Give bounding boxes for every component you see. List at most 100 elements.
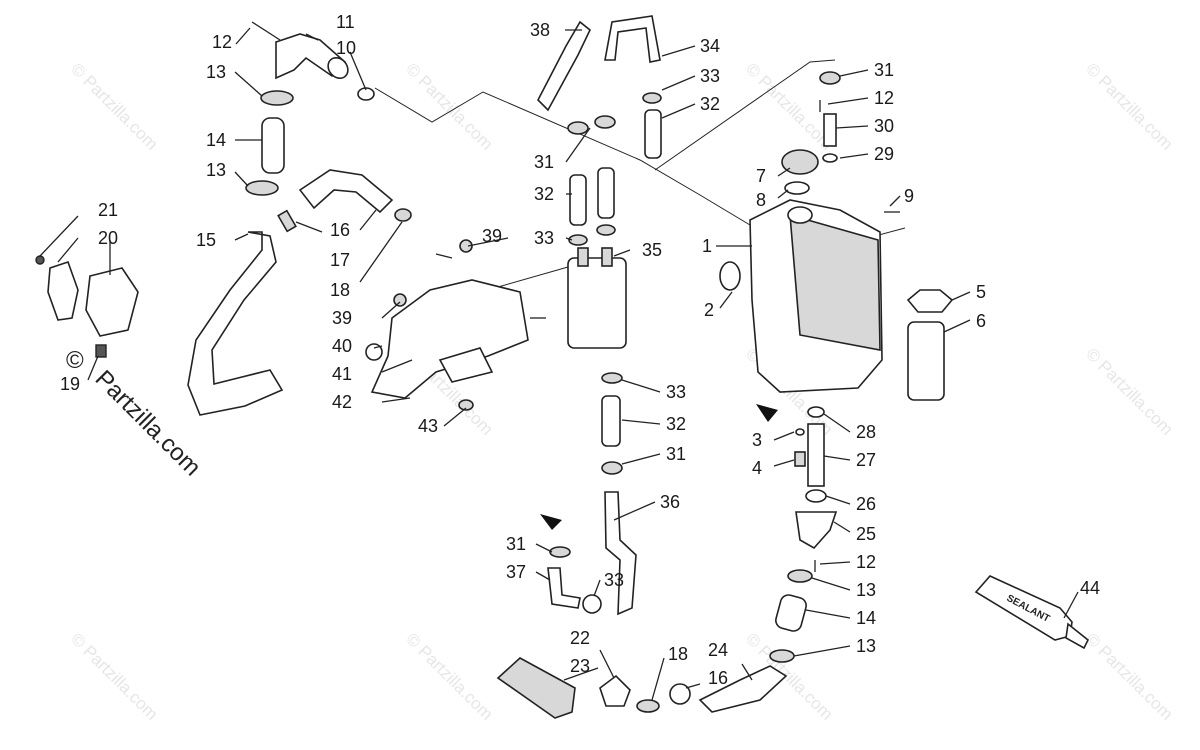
watermark-text: © Partzilla.com <box>402 629 496 723</box>
callout-12: 12 <box>856 552 876 572</box>
callout-26: 26 <box>856 494 876 514</box>
callout-29: 29 <box>874 144 894 164</box>
callout-3: 3 <box>752 430 762 450</box>
filter-cap-part <box>906 289 954 313</box>
callout-35: 35 <box>642 240 662 260</box>
corrugated-hose-part <box>496 657 576 719</box>
callout-4: 4 <box>752 458 762 478</box>
grommet-part <box>365 343 383 361</box>
callout-41: 41 <box>332 364 352 384</box>
callout-27: 27 <box>856 450 876 470</box>
watermark-text: © Partzilla.com <box>1082 344 1176 438</box>
bent-hose-part <box>298 169 394 214</box>
pipe-part <box>807 423 825 487</box>
elbow-fitting-part <box>547 567 581 609</box>
o-ring-part <box>822 153 838 163</box>
grommet-part <box>719 261 741 291</box>
left-bracket-assembly <box>35 240 139 358</box>
hose-clamp-part <box>642 92 662 104</box>
bracket-foot-part <box>438 347 494 383</box>
strap-part <box>47 260 79 321</box>
copyright-symbol: © <box>66 347 84 374</box>
callout-13: 13 <box>206 62 226 82</box>
callout-20: 20 <box>98 228 118 248</box>
nut-part <box>393 293 407 307</box>
callout-13: 13 <box>856 636 876 656</box>
hose-clamp-part <box>245 180 279 196</box>
oil-tank-assembly <box>698 71 954 713</box>
reference-line <box>654 59 836 171</box>
o-ring-part <box>805 489 827 503</box>
callout-31: 31 <box>506 534 526 554</box>
washer-part <box>795 428 805 436</box>
callout-34: 34 <box>700 36 720 56</box>
vent-hose-part <box>604 491 637 616</box>
callout-30: 30 <box>874 116 894 136</box>
watermark-text: © Partzilla.com <box>1082 629 1176 723</box>
hose-clamp-part <box>582 594 602 614</box>
hose-clamp-part <box>769 649 795 663</box>
bracket-part <box>85 267 139 337</box>
hose-elbow-end <box>327 56 349 80</box>
callout-25: 25 <box>856 524 876 544</box>
hose-clamp-part <box>594 115 616 129</box>
watermark-text: © Partzilla.com <box>67 59 161 153</box>
callout-17: 17 <box>330 250 350 270</box>
nut-part <box>459 239 473 253</box>
sealant-tube: SEALANT <box>974 575 1090 650</box>
callout-24: 24 <box>708 640 728 660</box>
long-hose-part <box>187 231 284 416</box>
callout-31: 31 <box>666 444 686 464</box>
callout-16: 16 <box>330 220 350 240</box>
callout-39: 39 <box>482 226 502 246</box>
screw-part <box>35 255 45 265</box>
hose-clamp-part <box>568 234 588 246</box>
callout-43: 43 <box>418 416 438 436</box>
hose-part <box>569 174 587 226</box>
callout-10: 10 <box>336 38 356 58</box>
bolt-part <box>435 253 453 259</box>
canister-assembly <box>537 15 662 616</box>
flange-fitting-part <box>795 511 838 550</box>
callout-32: 32 <box>700 94 720 114</box>
watermark-text: © Partzilla.com <box>1082 59 1176 153</box>
fitting-part <box>277 209 297 233</box>
grommet-part <box>458 399 474 411</box>
clip-part <box>95 344 107 358</box>
vent-hose-part <box>537 20 591 112</box>
oil-filter-screen-part <box>907 321 945 401</box>
callout-19: 19 <box>60 374 80 394</box>
callout-13: 13 <box>856 580 876 600</box>
callout-15: 15 <box>196 230 216 250</box>
hose-part <box>261 117 285 174</box>
o-ring-part <box>807 406 825 418</box>
sealant-tube-body <box>974 575 1073 641</box>
callout-14: 14 <box>206 130 226 150</box>
callout-21: 21 <box>98 200 118 220</box>
callout-6: 6 <box>976 311 986 331</box>
hose-end-part <box>599 674 631 707</box>
callout-31: 31 <box>874 60 894 80</box>
canister-port <box>577 247 589 267</box>
callout-36: 36 <box>660 492 680 512</box>
callout-38: 38 <box>530 20 550 40</box>
callout-9: 9 <box>904 186 914 206</box>
hose-clamp-part <box>596 224 616 236</box>
callout-33: 33 <box>666 382 686 402</box>
callout-18: 18 <box>330 280 350 300</box>
callout-16: 16 <box>708 668 728 688</box>
hose-clamp-part <box>819 71 841 85</box>
reference-line <box>374 87 756 229</box>
charcoal-canister-part <box>567 257 627 349</box>
drain-plug-part <box>794 451 806 467</box>
mount-bracket-part <box>370 279 529 399</box>
hose-clamp-part <box>787 569 813 583</box>
hose-part <box>597 167 615 219</box>
callout-labels: 1 2 3 4 5 6 7 8 9 10 11 12 12 12 13 13 1… <box>60 12 1100 688</box>
return-hose-part <box>698 665 788 713</box>
callout-11: 11 <box>336 12 355 32</box>
fitting-part <box>823 113 837 147</box>
callout-12: 12 <box>874 88 894 108</box>
